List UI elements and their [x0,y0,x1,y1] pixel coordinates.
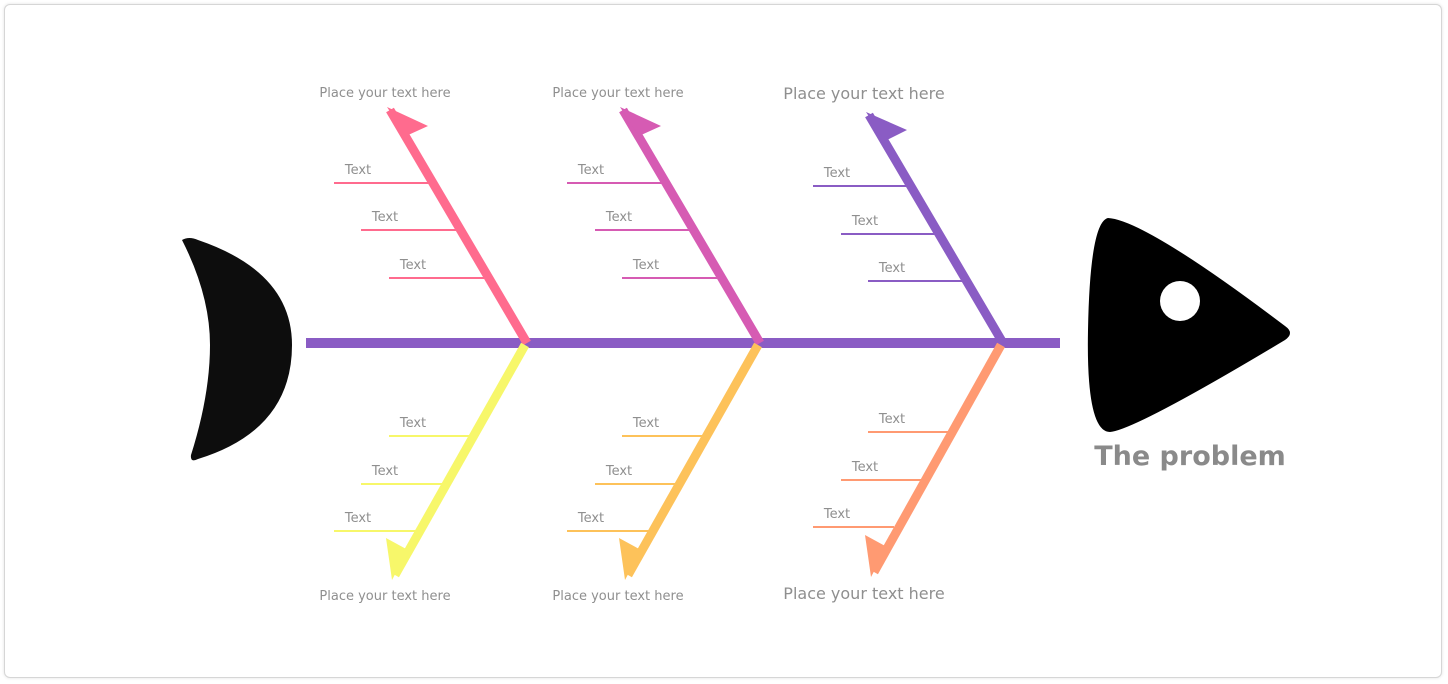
bottom-bone-2-arrow [619,538,641,580]
top-bone-1-category[interactable]: Place your text here [319,86,450,101]
bottom-bone-3-cause-3[interactable]: Text [823,507,850,522]
bottom-bone-2-cause-3[interactable]: Text [577,511,604,526]
bottom-bone-3-arrow [865,535,887,577]
bottom-bone-1-arrow [386,538,408,580]
top-bone-2-category[interactable]: Place your text here [552,86,683,101]
top-bone-2-arrow [620,107,661,136]
bottom-bone-2-line [624,342,762,578]
bottom-bone-3-line [870,342,1005,575]
fish-head [1087,218,1290,432]
top-bone-3-cause-2[interactable]: Text [851,214,878,229]
bottom-bone-2-cause-1[interactable]: Text [632,416,659,431]
top-bone-3-category[interactable]: Place your text here [783,84,944,103]
top-bone-3: Place your text here Text Text Text [783,84,1007,346]
top-bone-1-arrow [387,107,428,136]
bottom-bone-2-category[interactable]: Place your text here [552,589,683,604]
problem-label[interactable]: The problem [1094,441,1286,472]
bottom-bone-1: Place your text here Text Text Text [319,342,529,604]
top-bone-3-cause-1[interactable]: Text [823,166,850,181]
top-bone-1: Place your text here Text Text Text [319,86,531,346]
top-bone-2-line [619,107,764,346]
bottom-bone-1-cause-2[interactable]: Text [371,464,398,479]
top-bone-1-cause-3[interactable]: Text [399,258,426,273]
top-bone-3-line [865,112,1007,346]
bottom-bone-1-cause-3[interactable]: Text [344,511,371,526]
bottom-bone-1-cause-1[interactable]: Text [399,416,426,431]
fish-tail [182,238,292,461]
top-bone-2: Place your text here Text Text Text [552,86,764,346]
top-bone-1-cause-1[interactable]: Text [344,163,371,178]
bottom-bone-3-cause-1[interactable]: Text [878,412,905,427]
top-bone-3-cause-3[interactable]: Text [878,261,905,276]
top-bone-1-cause-2[interactable]: Text [371,210,398,225]
top-bone-1-line [386,107,531,346]
top-bone-2-cause-3[interactable]: Text [632,258,659,273]
bottom-bone-2: Place your text here Text Text Text [552,342,762,604]
top-bone-3-arrow [866,112,907,141]
fish-eye [1160,281,1200,321]
top-bone-2-cause-1[interactable]: Text [577,163,604,178]
bottom-bone-3: Place your text here Text Text Text [783,342,1005,603]
bottom-bone-3-category[interactable]: Place your text here [783,584,944,603]
top-bone-2-cause-2[interactable]: Text [605,210,632,225]
bottom-bone-1-line [391,342,529,578]
bottom-bone-1-category[interactable]: Place your text here [319,589,450,604]
bottom-bone-3-cause-2[interactable]: Text [851,460,878,475]
bottom-bone-2-cause-2[interactable]: Text [605,464,632,479]
